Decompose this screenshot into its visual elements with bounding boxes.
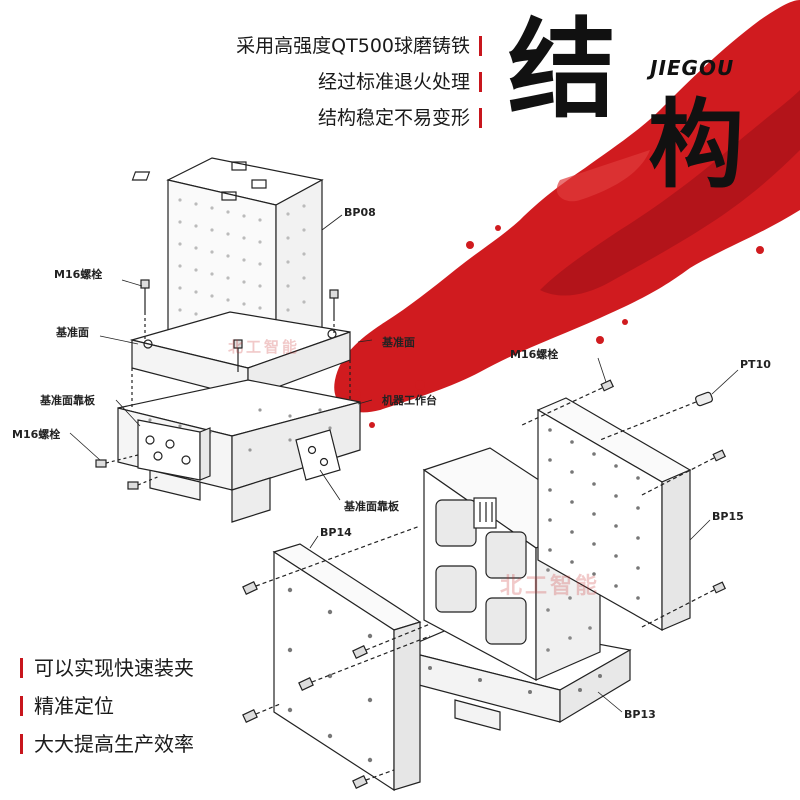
bolts-right-side <box>519 379 727 629</box>
benefit-line-1: 可以实现快速装夹 <box>20 656 194 680</box>
benefit-line-2: 精准定位 <box>20 694 114 718</box>
label-bp08: BP08 <box>344 206 376 219</box>
label-ref-plate-left: 基准面靠板 <box>40 394 95 407</box>
label-pt10: PT10 <box>740 358 771 371</box>
feature-text-3: 结构稳定不易变形 <box>317 107 470 129</box>
plate-bp14 <box>272 543 422 792</box>
feature-line-2: 经过标准退火处理 <box>190 70 482 94</box>
leader-lines <box>69 214 739 713</box>
bolt-m16-top-left <box>140 279 150 340</box>
angle-block-bp13 <box>398 447 632 731</box>
tower-bp08 <box>129 157 351 399</box>
title-char-jie: 结 <box>508 7 617 133</box>
bolts-left-side <box>95 454 161 490</box>
feature-line-1: 采用高强度QT500球磨铸铁 <box>190 34 482 58</box>
ref-plate-left <box>137 419 211 481</box>
watermark-bottom: 北工智能 <box>500 574 601 599</box>
feature-text-1: 采用高强度QT500球磨铸铁 <box>236 35 470 57</box>
label-m16-right: M16螺栓 <box>510 348 559 361</box>
title-latin: JIEGOU <box>650 56 735 80</box>
label-machine-table: 机器工作台 <box>382 394 437 407</box>
bolts-bp14 <box>242 525 431 789</box>
label-m16-left: M16螺栓 <box>12 428 61 441</box>
plate-bp15 <box>536 397 692 632</box>
label-ref-face-right: 基准面 <box>382 336 415 349</box>
watermark-top: 北工智能 <box>228 338 301 356</box>
feature-line-3: 结构稳定不易变形 <box>190 106 482 130</box>
benefit-text-2: 精准定位 <box>34 694 114 718</box>
label-bp14: BP14 <box>320 526 352 539</box>
label-ref-face-left: 基准面 <box>56 326 89 339</box>
pin-pt10 <box>599 391 713 441</box>
feature-text-2: 经过标准退火处理 <box>317 71 470 93</box>
title-char-gou: 构 <box>648 88 744 201</box>
benefit-text-1: 可以实现快速装夹 <box>34 656 194 680</box>
label-bp15: BP15 <box>712 510 744 523</box>
benefit-text-3: 大大提高生产效率 <box>34 732 194 756</box>
bolt-m16-top-center <box>233 339 243 372</box>
ref-plate-right <box>295 429 341 481</box>
bolt-m16-top-right <box>329 289 339 334</box>
label-ref-plate-bottom: 基准面靠板 <box>344 500 399 513</box>
benefit-line-3: 大大提高生产效率 <box>20 732 194 756</box>
label-m16-top: M16螺栓 <box>54 268 103 281</box>
label-bp13: BP13 <box>624 708 656 721</box>
